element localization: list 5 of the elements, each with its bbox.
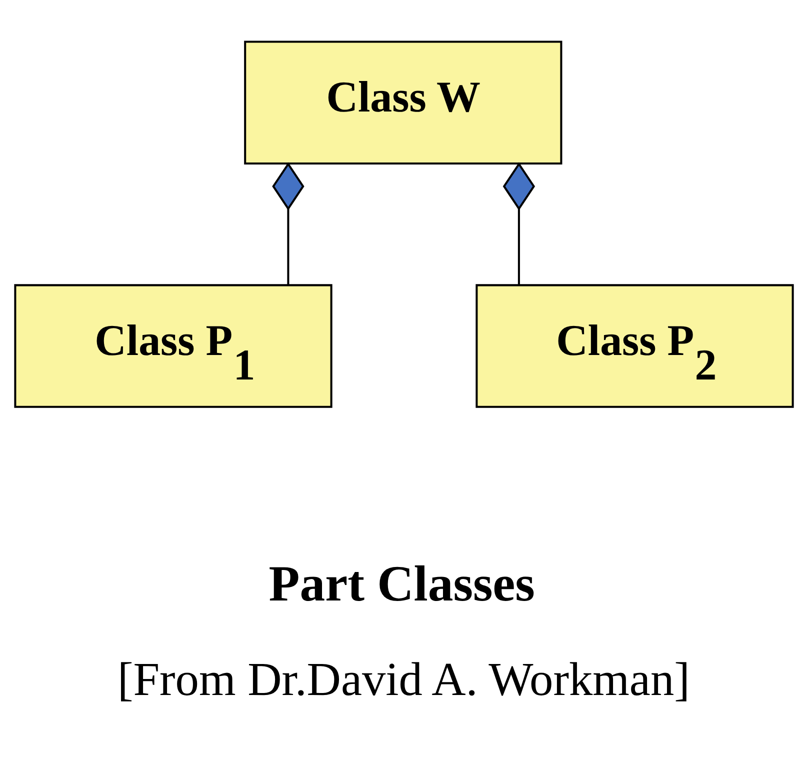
node-box: Class W xyxy=(244,40,562,164)
caption: [From Dr.David A. Workman] xyxy=(117,653,690,706)
connector xyxy=(502,162,536,285)
label: Part Classes xyxy=(268,554,535,611)
connector xyxy=(272,162,304,285)
